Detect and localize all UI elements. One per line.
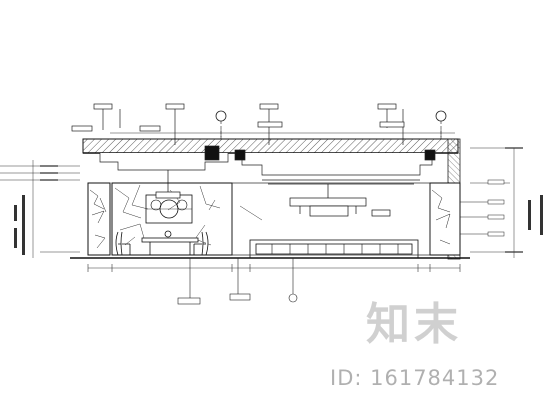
top-dimension: [110, 129, 455, 137]
watermark-logo: 知末: [366, 299, 462, 350]
ceiling-slab: [82, 138, 459, 154]
left-vertical-labels: [14, 195, 25, 255]
watermark-id: ID: 161784132: [330, 366, 500, 390]
ceiling-soffit: [99, 145, 436, 185]
dining-set: [115, 230, 209, 256]
pendant-lamp: [155, 170, 181, 199]
left-level-markers: [0, 160, 80, 258]
bottom-callouts: [177, 258, 298, 305]
stone-panel-left: [87, 182, 111, 256]
stone-panel-right: [429, 182, 461, 256]
right-vertical-labels: [528, 195, 543, 235]
right-callouts: [460, 179, 505, 237]
bottom-dimension: [87, 264, 461, 272]
banquette: [249, 239, 419, 259]
chandelier: [289, 184, 391, 217]
